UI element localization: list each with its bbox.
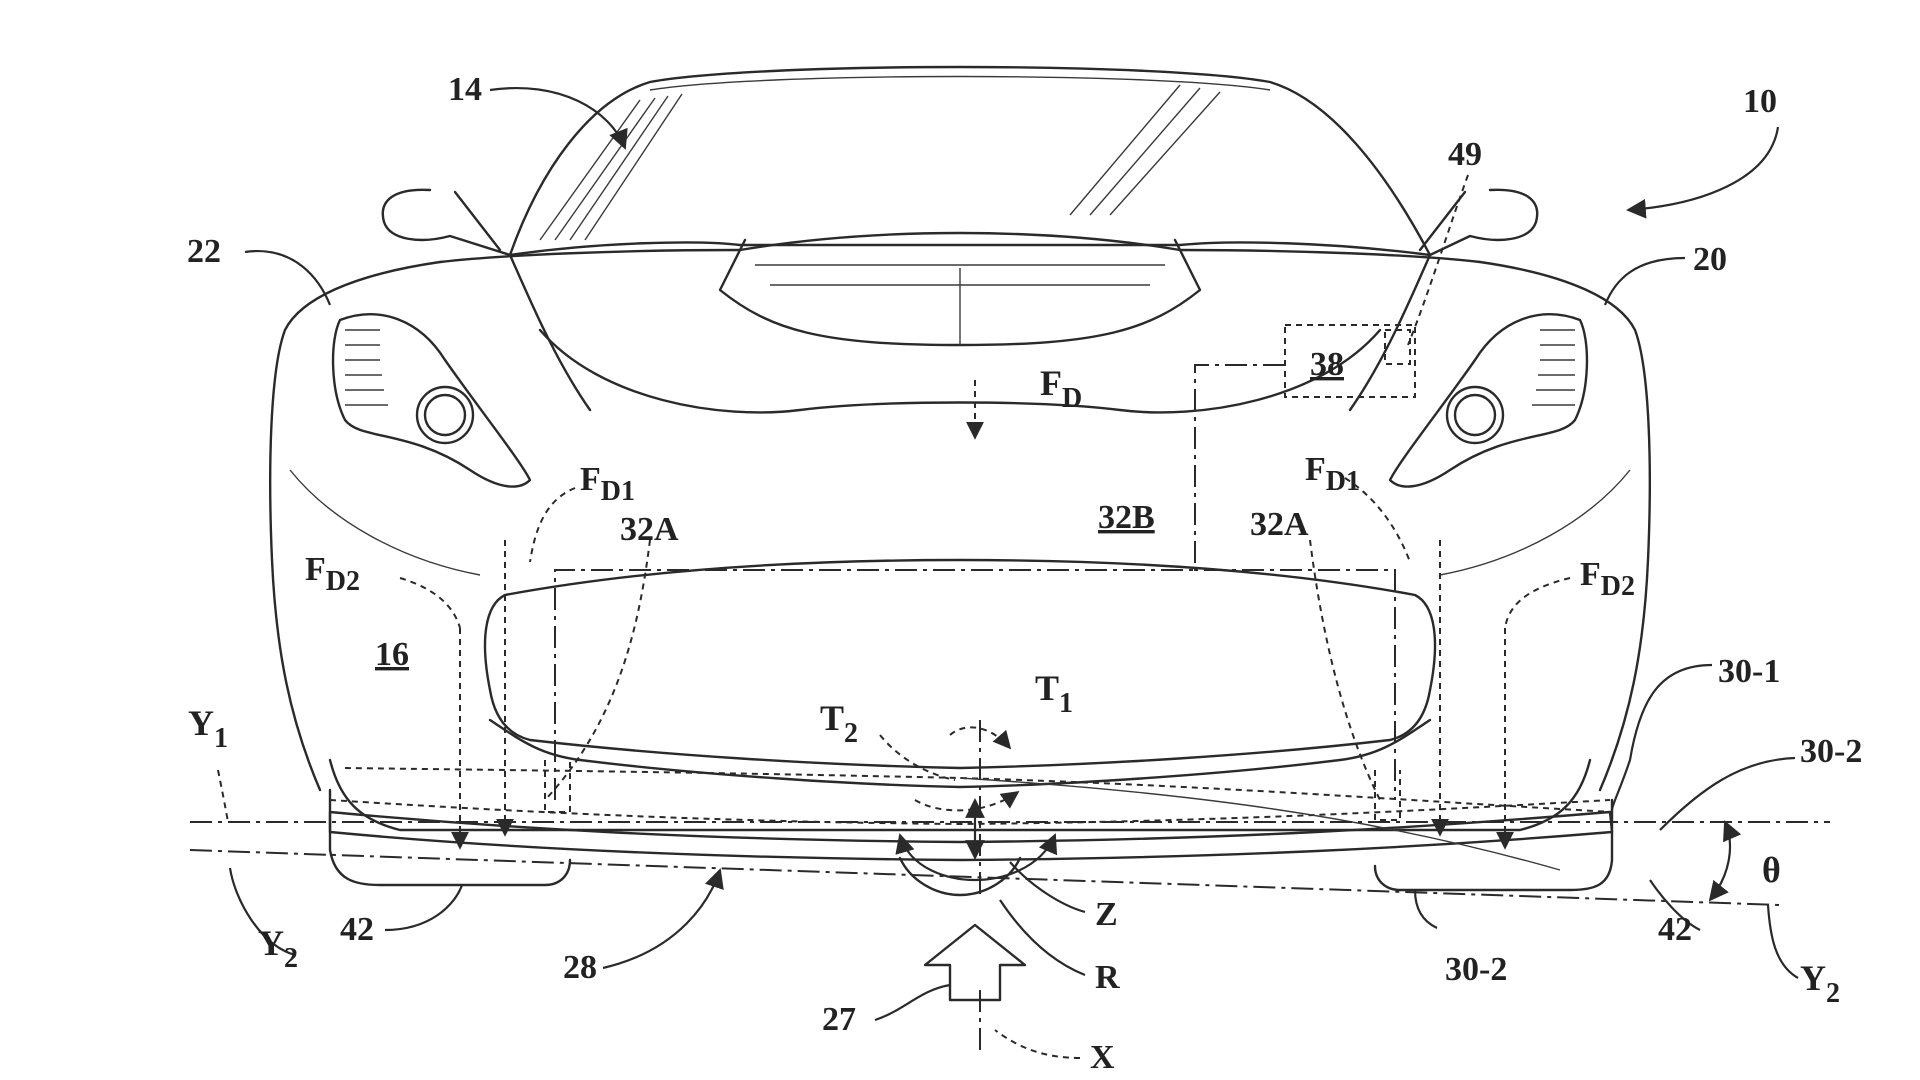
label-torque-2: T2 [820, 698, 858, 749]
label-element-b: 30-2 [1800, 733, 1862, 770]
front-grille [485, 560, 1435, 768]
label-force-d2-left: FD2 [305, 551, 360, 597]
label-force-d1-left: FD1 [580, 461, 635, 507]
end-plate-left [330, 790, 570, 885]
label-controller-box: 32B [1098, 499, 1155, 536]
element-30-1 [330, 800, 1610, 824]
hood-outline [440, 233, 1480, 262]
left-headlight [333, 314, 530, 486]
label-element-b-lower: 30-2 [1445, 951, 1507, 988]
label-end-plate-right: 42 [1658, 911, 1692, 948]
label-actuator-left: 32A [620, 511, 679, 548]
left-mirror [383, 190, 510, 255]
right-mirror [1430, 190, 1537, 255]
airflow-arrow [925, 925, 1025, 1000]
label-force-d2-right: FD2 [1580, 556, 1635, 602]
splitter-assembly [330, 760, 1612, 895]
controller-box-38 [1285, 325, 1415, 397]
labels: 10 14 22 20 49 38 FD FD1 FD1 32B 32A 32A… [187, 71, 1862, 1076]
splitter [330, 812, 1612, 860]
axis-y2 [190, 850, 1780, 905]
label-force-down: FD [1040, 363, 1082, 414]
label-end-plate-left: 42 [340, 911, 374, 948]
label-airflow: 27 [822, 1001, 856, 1038]
label-element-a: 30-1 [1718, 653, 1780, 690]
right-headlight [1390, 314, 1587, 486]
label-torque-1: T1 [1035, 668, 1073, 719]
label-axis-y2-left: Y2 [258, 923, 298, 974]
windshield-outline [510, 67, 1430, 255]
label-axis-y1: Y1 [188, 703, 228, 754]
label-force-d1-right: FD1 [1305, 451, 1360, 497]
label-angle: θ [1762, 850, 1781, 890]
label-axis-r: R [1095, 959, 1120, 996]
controller-lines [555, 325, 1415, 800]
label-axis-x: X [1090, 1039, 1115, 1076]
label-right-side: 22 [187, 233, 221, 270]
label-axis-y2-right: Y2 [1800, 958, 1840, 1009]
label-actuator-right: 32A [1250, 506, 1309, 543]
label-windshield: 14 [448, 71, 482, 108]
label-axis-z: Z [1095, 896, 1118, 933]
label-sensor: 49 [1448, 136, 1482, 173]
label-body: 16 [375, 636, 409, 673]
label-vehicle: 10 [1743, 83, 1777, 120]
windshield-glare [540, 85, 1220, 240]
label-controller: 38 [1310, 346, 1344, 383]
element-30-2 [345, 768, 1612, 812]
label-left-side: 20 [1693, 241, 1727, 278]
label-splitter: 28 [563, 949, 597, 986]
vehicle-body [270, 67, 1650, 830]
